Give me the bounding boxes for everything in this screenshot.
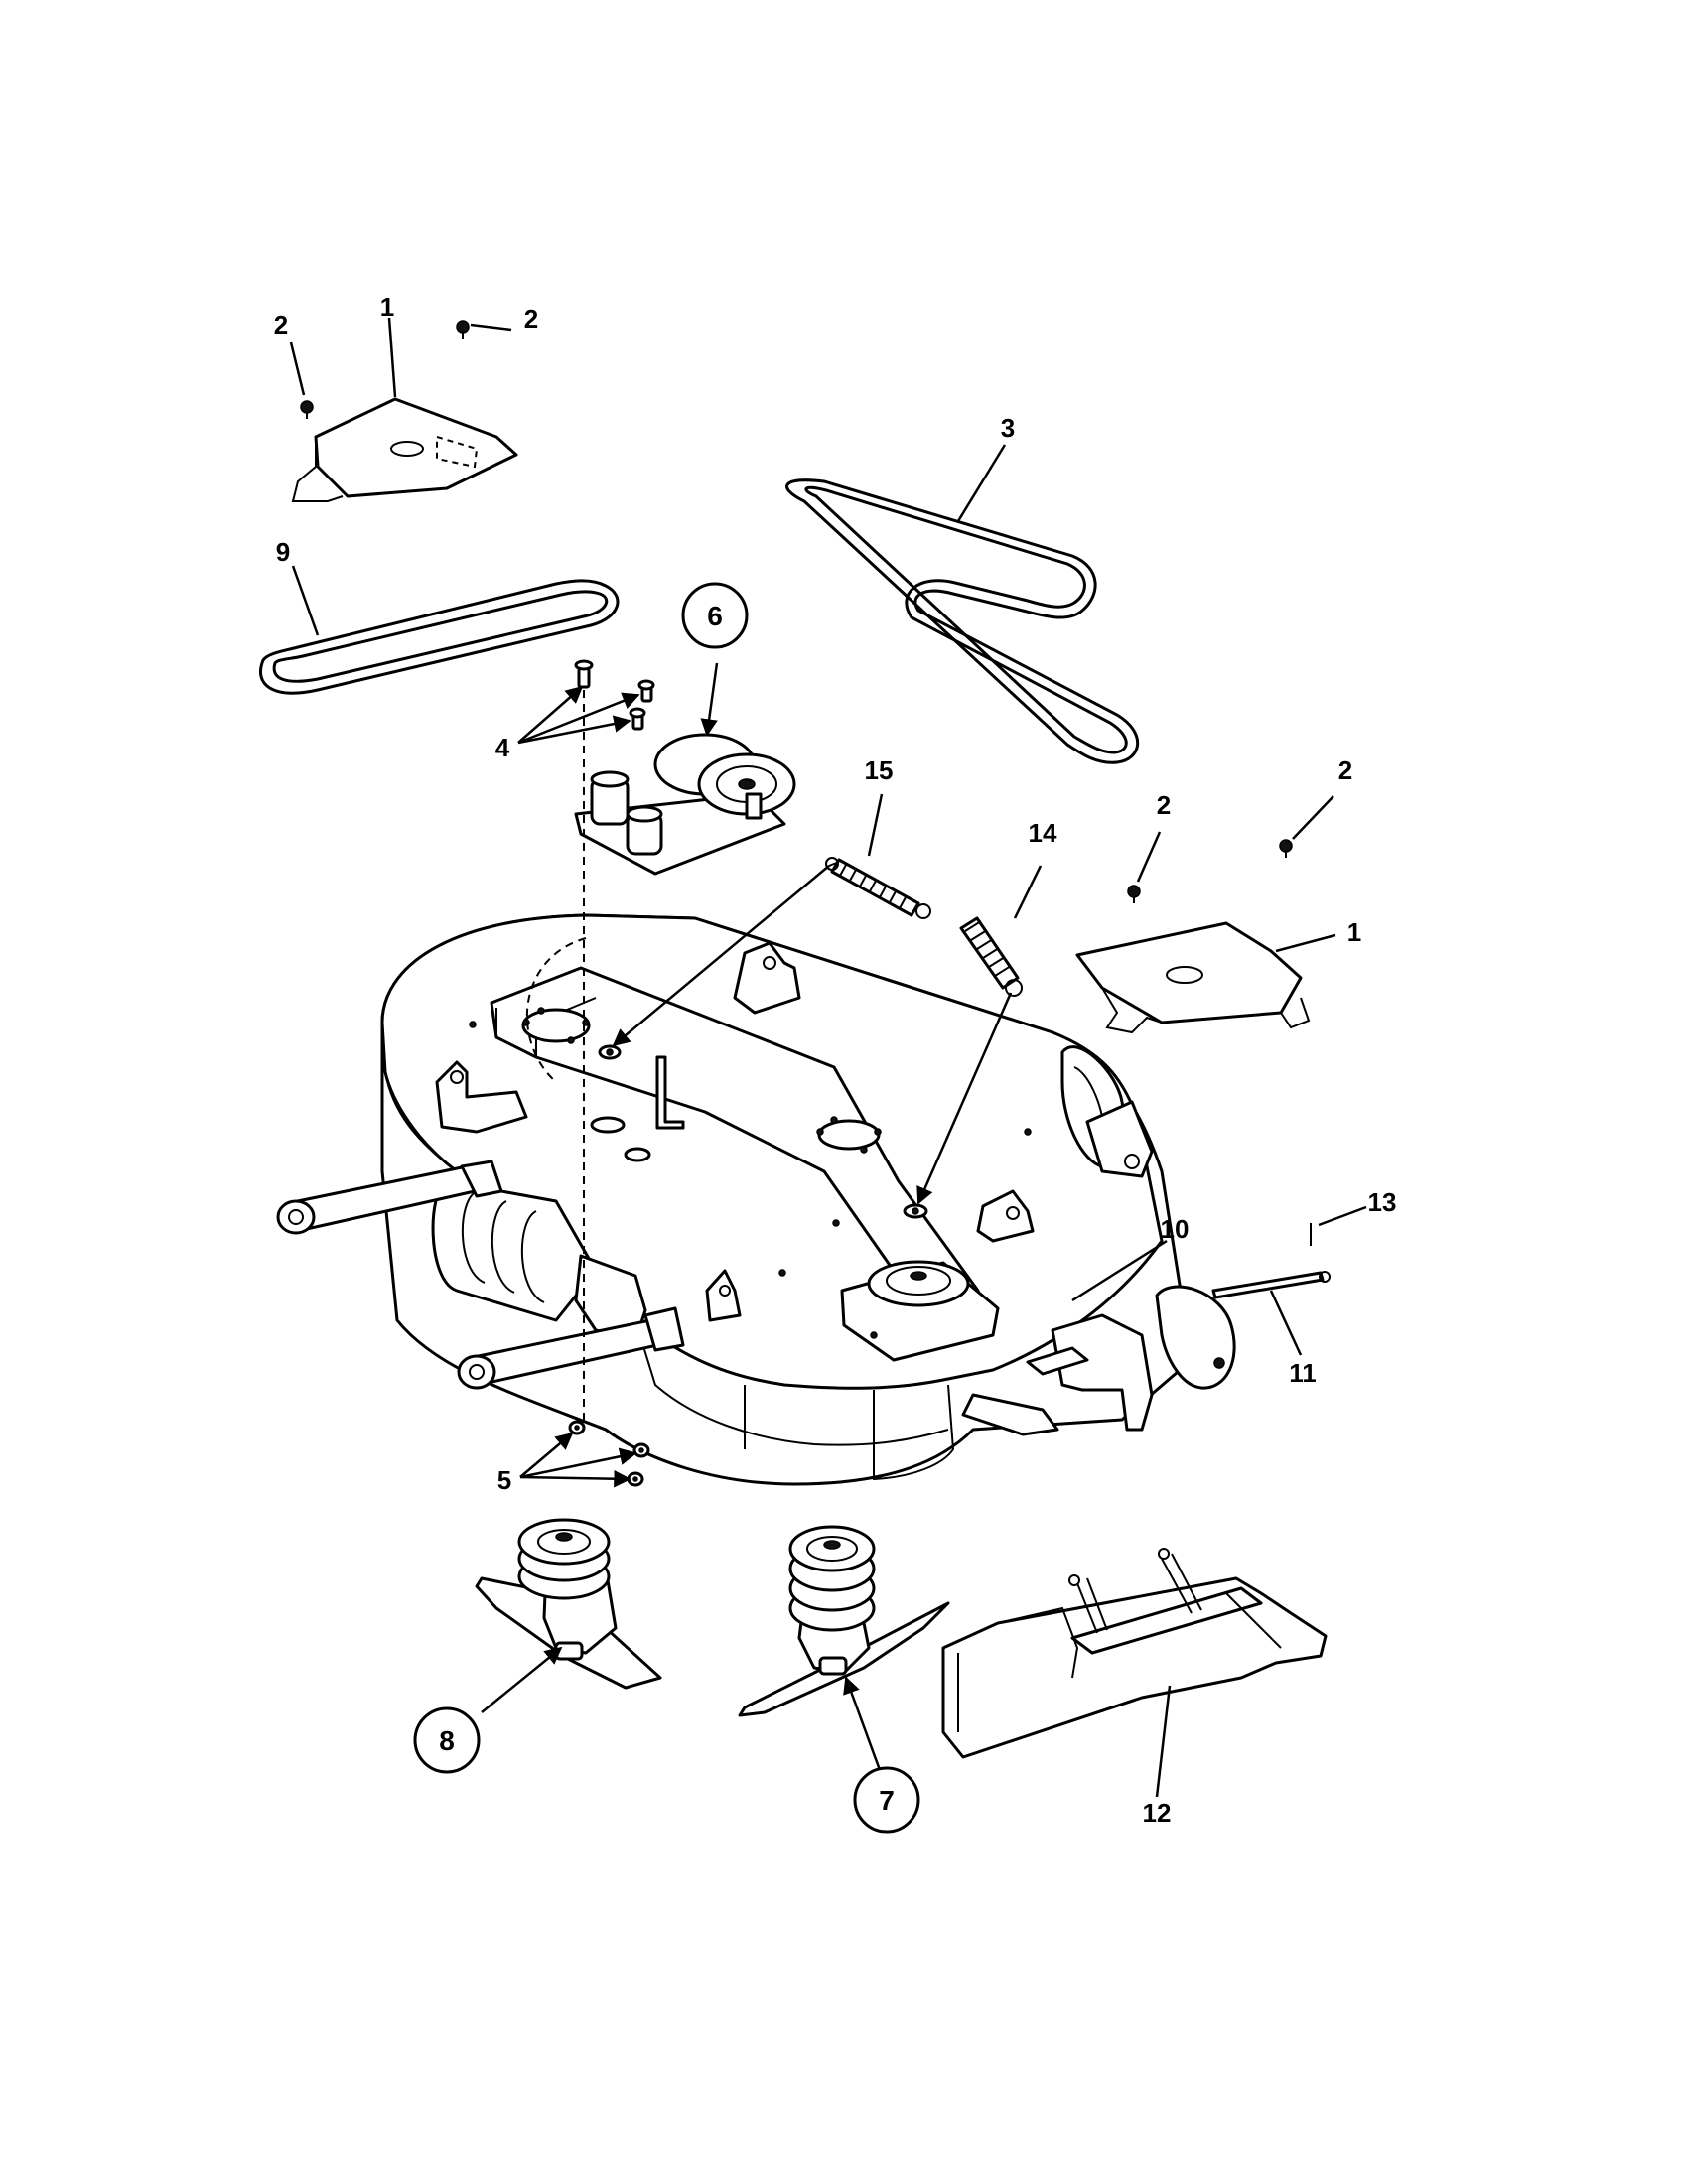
- callout-7-circle: [853, 1766, 920, 1834]
- callout-13: 13: [1368, 1187, 1397, 1217]
- bolt-2-right-a: [1127, 885, 1141, 903]
- belt-cover-right: [1075, 921, 1311, 1034]
- bolt-2-right-b: [1279, 839, 1293, 858]
- callout-8: 8: [439, 1725, 455, 1756]
- callout-2-top-left: 2: [274, 310, 288, 340]
- callout-15: 15: [865, 755, 894, 785]
- callout-labels: 1 2 2 3 9 6 4 15 14 2 2 1 10 13 11 5 12 …: [274, 292, 1397, 1834]
- callout-12: 12: [1143, 1798, 1172, 1828]
- leader-lines: [289, 317, 1367, 1798]
- callout-6: 6: [707, 601, 723, 631]
- belt-cover-left: [291, 397, 518, 502]
- idler-pulley-assembly-6: [574, 733, 796, 876]
- bolt-4-c: [629, 707, 646, 731]
- bolt-4-a: [574, 659, 594, 689]
- spindle-outline-dashed: [525, 937, 587, 1083]
- callout-3: 3: [1001, 413, 1015, 443]
- callout-9: 9: [276, 537, 290, 567]
- callout-2-top-right: 2: [524, 304, 538, 334]
- mower-deck-housing: [276, 913, 1236, 1486]
- callout-14: 14: [1029, 818, 1057, 848]
- belt-3: [785, 478, 1140, 764]
- callout-1-top: 1: [380, 292, 394, 322]
- bolt-4-b: [637, 679, 655, 703]
- spindle-assembly-7: [738, 1525, 950, 1717]
- callout-10: 10: [1161, 1214, 1190, 1244]
- callout-6-circle: [681, 582, 749, 649]
- rod-11: [1211, 1271, 1331, 1299]
- callout-2-right-a: 2: [1157, 790, 1171, 820]
- callout-8-circle: [413, 1706, 481, 1774]
- discharge-chute-12: [941, 1548, 1328, 1759]
- callout-11: 11: [1289, 1358, 1317, 1388]
- spindle-assembly-8: [475, 1518, 662, 1690]
- callout-4: 4: [495, 733, 510, 762]
- spring-14: [959, 916, 1023, 997]
- bolt-2-top-right: [456, 320, 470, 339]
- callout-5: 5: [497, 1465, 511, 1495]
- callout-1-right: 1: [1347, 917, 1361, 947]
- callout-2-right-b: 2: [1338, 755, 1352, 785]
- nut-5-b: [632, 1442, 650, 1458]
- nut-5-a: [568, 1420, 586, 1435]
- nut-5-c: [627, 1471, 644, 1487]
- callout-7: 7: [879, 1785, 895, 1816]
- bolt-2-top-left: [300, 400, 314, 419]
- belt-9: [259, 579, 620, 695]
- spring-15: [825, 857, 931, 919]
